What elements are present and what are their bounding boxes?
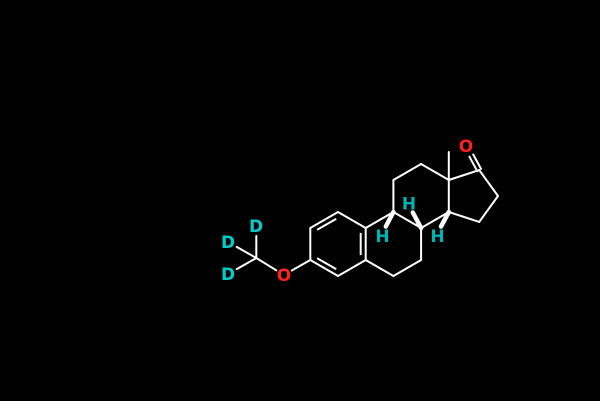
ring-a-bonds	[309, 211, 367, 277]
carbonyl-oxygen-label: O	[459, 137, 473, 157]
aromatic-inner-bonds	[316, 218, 362, 270]
ring-b-bonds	[364, 211, 423, 277]
ether-oxygen-label: O	[277, 266, 291, 286]
deuterium-label-1: D	[249, 217, 263, 237]
hydrogen-label-c9: H	[375, 227, 389, 247]
ring-c-bonds	[392, 163, 450, 229]
deuterium-bonds	[235, 235, 258, 271]
deuterium-label-2: D	[221, 233, 235, 253]
carbonyl-double-bond	[468, 153, 483, 173]
deuterium-label-3: D	[221, 265, 235, 285]
methoxy-bonds	[255, 257, 312, 272]
hydrogen-label-c14: H	[430, 227, 444, 247]
bond-lines	[235, 151, 499, 277]
hydrogen-label-c8: H	[402, 195, 416, 215]
ring-d-bonds	[447, 169, 499, 223]
stereo-h-bonds	[383, 209, 452, 231]
